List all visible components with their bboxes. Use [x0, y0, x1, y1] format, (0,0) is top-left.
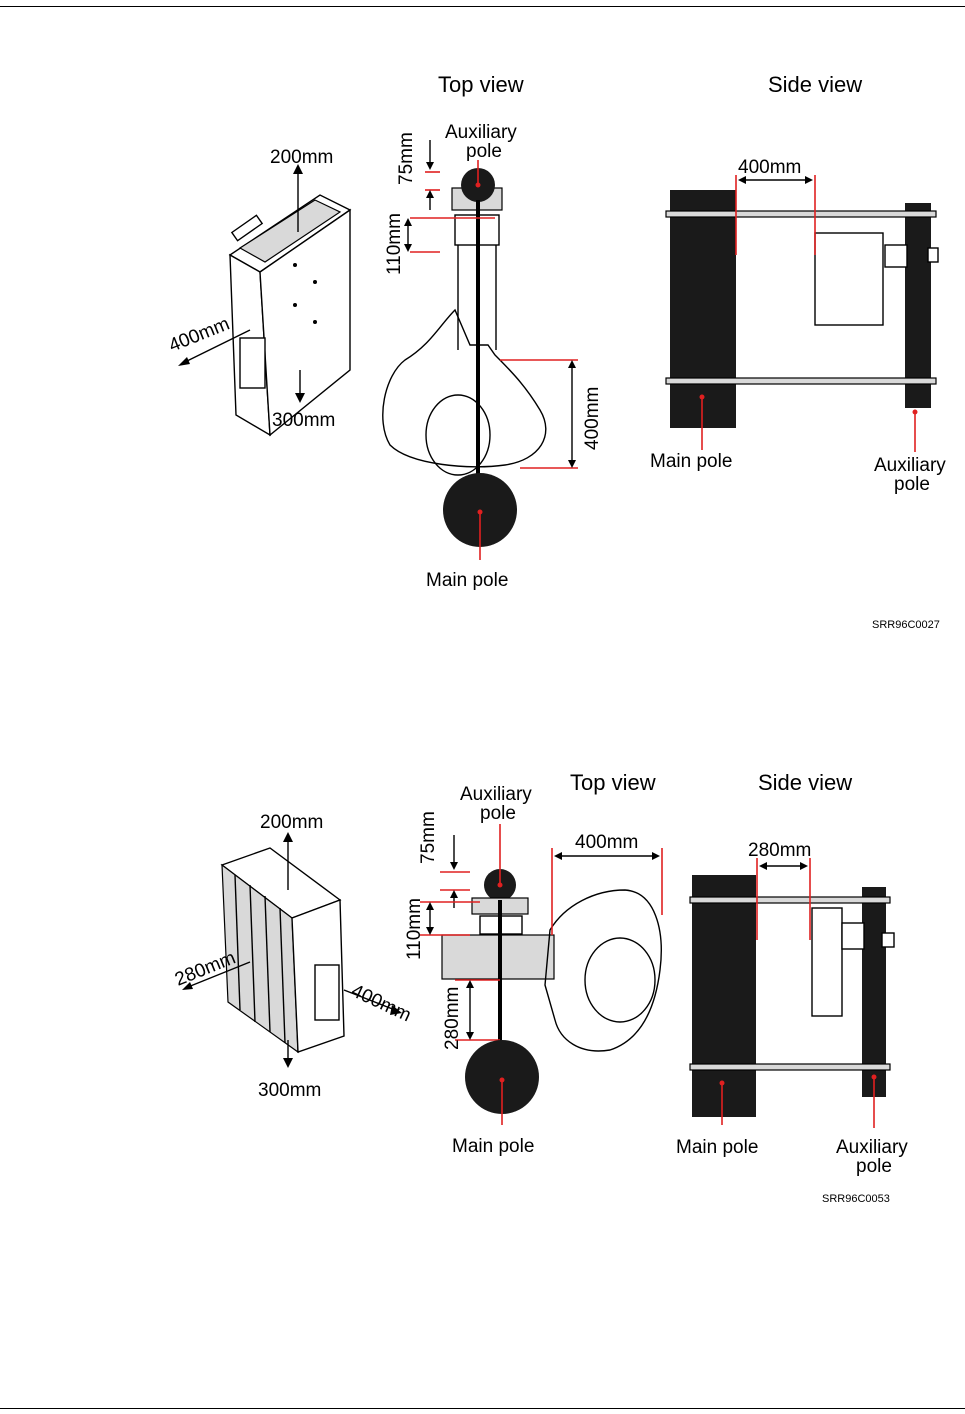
fig1-dim-110: 110mm: [384, 213, 405, 275]
fig2-aux-pole-line2: pole: [480, 803, 516, 824]
fig2-dim-400-module: 400mm: [348, 980, 414, 1026]
fig1-side-aux-line1: Auxiliary: [874, 455, 946, 476]
fig1-module-panel: [240, 338, 265, 388]
fig2-dim-75: 75mm: [418, 811, 439, 864]
fig1-side-view-title: Side view: [768, 72, 862, 97]
fig2-top-view: Auxiliary pole 75mm 110mm 400mm 280mm: [404, 784, 662, 1157]
fig1-person-head: [426, 395, 490, 475]
fig2-dim-300: 300mm: [258, 1080, 321, 1101]
footer-rule: [0, 1408, 965, 1409]
fig2-module-illustration: [222, 848, 344, 1052]
fig2-side-main-pole: [692, 875, 756, 1117]
fig1-side-dim-400: 400mm: [738, 157, 801, 178]
fig2-code: SRR96C0053: [822, 1193, 890, 1205]
fig1-dim-300: 300mm: [272, 410, 335, 431]
fig1-side-module: [815, 233, 883, 325]
fig1-side-main-pole: [670, 190, 736, 428]
fig2-side-lower-bar: [690, 1064, 890, 1070]
fig1-person: [383, 310, 546, 467]
fig1-side-upper-bar: [666, 211, 936, 217]
fig2-person: [545, 890, 661, 1051]
fig2-side-main-pole-label: Main pole: [676, 1137, 758, 1158]
fig1-side-view: 400mm Main pole Auxiliary pole: [650, 157, 946, 495]
fig2-top-view-title: Top view: [570, 770, 656, 795]
fig2-side-aux-line1: Auxiliary: [836, 1137, 908, 1158]
fig1-side-aux-pole: [905, 203, 931, 408]
fig1-top-view: Auxiliary pole 75mm 110mm 400mm: [383, 122, 603, 591]
fig2-dim-400-top: 400mm: [575, 832, 638, 853]
fig2-dim-200: 200mm: [260, 812, 323, 833]
fig2-main-pole-label: Main pole: [452, 1136, 534, 1157]
figure-1-drawing: Top view Side view 200mm 400mm 300mm Aux…: [0, 40, 965, 660]
fig2-side-view-title: Side view: [758, 770, 852, 795]
fig1-side-aux-line2: pole: [894, 474, 930, 495]
fig1-code: SRR96C0027: [872, 619, 940, 631]
fig2-side-aux-line2: pole: [856, 1156, 892, 1177]
fig1-module-illustration: [230, 195, 350, 435]
fig1-aux-pole-line1: Auxiliary: [445, 122, 517, 143]
header-rule: [0, 6, 965, 7]
fig1-aux-pole-line2: pole: [466, 141, 502, 162]
fig2-dim-110: 110mm: [404, 898, 425, 960]
fig1-dim-400-top: 400mm: [582, 387, 603, 450]
figure-1: Top view Side view 200mm 400mm 300mm Aux…: [0, 40, 965, 660]
fig1-top-view-title: Top view: [438, 72, 524, 97]
fig2-dim-280-top: 280mm: [442, 987, 463, 1050]
fig2-side-view: 280mm Main pole Auxiliary pole: [676, 840, 908, 1177]
fig1-side-lower-bar: [666, 378, 936, 384]
fig2-aux-pole-line1: Auxiliary: [460, 784, 532, 805]
fig1-side-main-pole-label: Main pole: [650, 451, 732, 472]
fig2-module-panel: [315, 965, 339, 1020]
figure-2: Top view Side view 200mm 280mm 400mm 300…: [0, 740, 965, 1220]
fig1-dim-75: 75mm: [396, 132, 417, 185]
fig2-person-head: [585, 938, 655, 1022]
fig2-side-upper-bar: [690, 897, 890, 903]
fig1-dim-400-module: 400mm: [166, 313, 233, 356]
figure-2-drawing: Top view Side view 200mm 280mm 400mm 300…: [0, 740, 965, 1220]
fig2-side-dim-280: 280mm: [748, 840, 811, 861]
fig2-side-module: [812, 908, 842, 1016]
fig1-dim-200: 200mm: [270, 147, 333, 168]
fig1-main-pole-label: Main pole: [426, 570, 508, 591]
